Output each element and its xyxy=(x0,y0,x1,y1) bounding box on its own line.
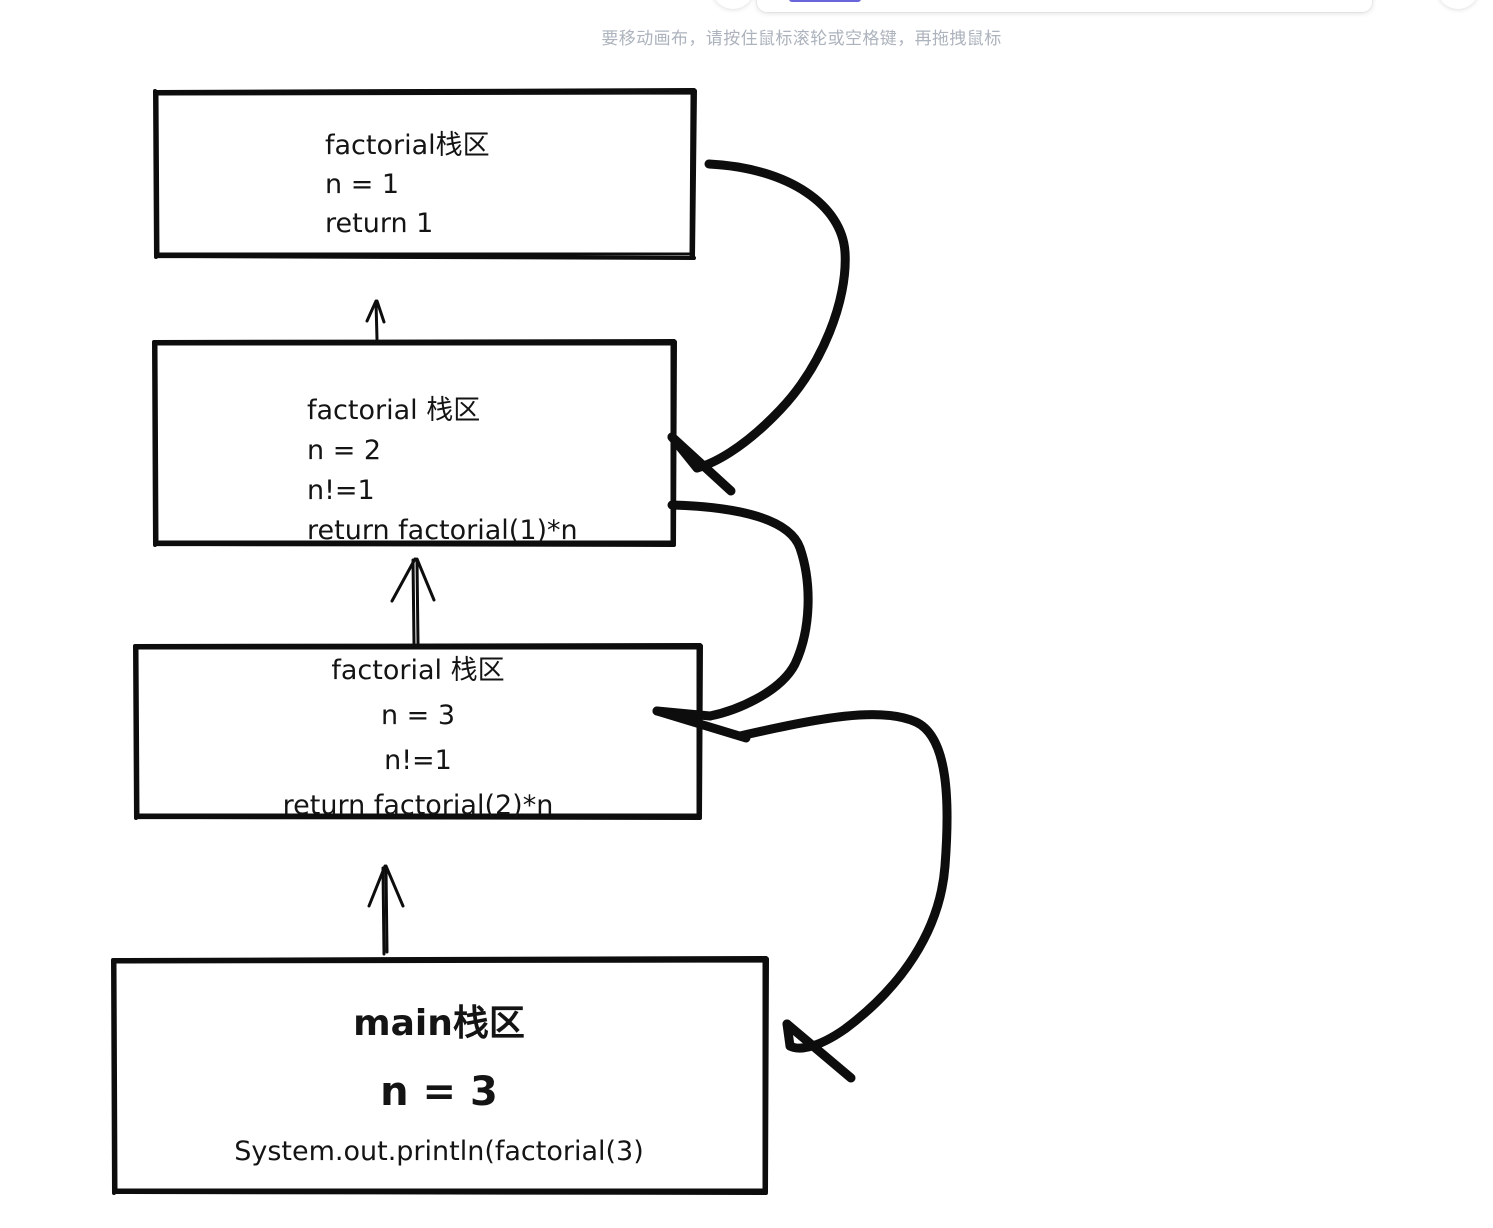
toolbar-panel[interactable] xyxy=(757,0,1372,12)
frame-2-line-2: n!=1 xyxy=(307,475,375,506)
frame-3-line-3: return factorial(2)*n xyxy=(282,790,554,821)
frame-2-line-0: factorial 栈区 xyxy=(307,395,481,426)
stack-frame-factorial-3[interactable]: factorial 栈区 n = 3 n!=1 return factorial… xyxy=(133,643,703,820)
stack-frame-main[interactable]: main栈区 n = 3 System.out.println(factoria… xyxy=(110,956,769,1195)
return-arrow-f1-to-f2 xyxy=(667,159,850,496)
frame-3-line-0: factorial 栈区 xyxy=(331,655,505,686)
call-arrow-main-to-f3 xyxy=(367,864,405,956)
main-frame-call: System.out.println(factorial(3) xyxy=(234,1136,644,1167)
frame-2-line-1: n = 2 xyxy=(307,435,382,466)
main-frame-n: n = 3 xyxy=(380,1069,498,1115)
canvas-pan-hint: 要移动画布，请按住鼠标滚轮或空格键，再拖拽鼠标 xyxy=(601,29,1002,49)
frame-2-line-3: return factorial(1)*n xyxy=(307,515,578,546)
frame-3-line-2: n!=1 xyxy=(384,745,452,776)
frame-1-line-2: return 1 xyxy=(325,208,434,239)
library-round-button[interactable] xyxy=(1437,0,1479,9)
main-frame-title: main栈区 xyxy=(353,1003,525,1044)
stack-frame-3-text: factorial 栈区 n = 3 n!=1 return factorial… xyxy=(133,643,703,837)
call-arrow-f3-to-f2 xyxy=(390,557,436,645)
frame-1-line-0: factorial栈区 xyxy=(325,130,490,161)
stack-frame-2-text: factorial 栈区 n = 2 n!=1 return factorial… xyxy=(152,339,677,557)
frame-1-line-1: n = 1 xyxy=(325,169,400,200)
menu-round-button[interactable] xyxy=(712,0,754,9)
stack-frame-1-text: factorial栈区 n = 1 return 1 xyxy=(153,88,697,249)
return-arrow-f3-to-main xyxy=(735,710,952,1083)
stack-frame-main-text: main栈区 n = 3 System.out.println(factoria… xyxy=(110,956,768,1167)
stack-frame-factorial-1[interactable]: factorial栈区 n = 1 return 1 xyxy=(153,88,697,260)
call-arrow-f2-to-f1 xyxy=(365,299,386,341)
frame-3-line-1: n = 3 xyxy=(380,700,456,731)
active-tool-indicator[interactable] xyxy=(789,0,861,2)
stack-frame-factorial-2[interactable]: factorial 栈区 n = 2 n!=1 return factorial… xyxy=(152,339,677,547)
